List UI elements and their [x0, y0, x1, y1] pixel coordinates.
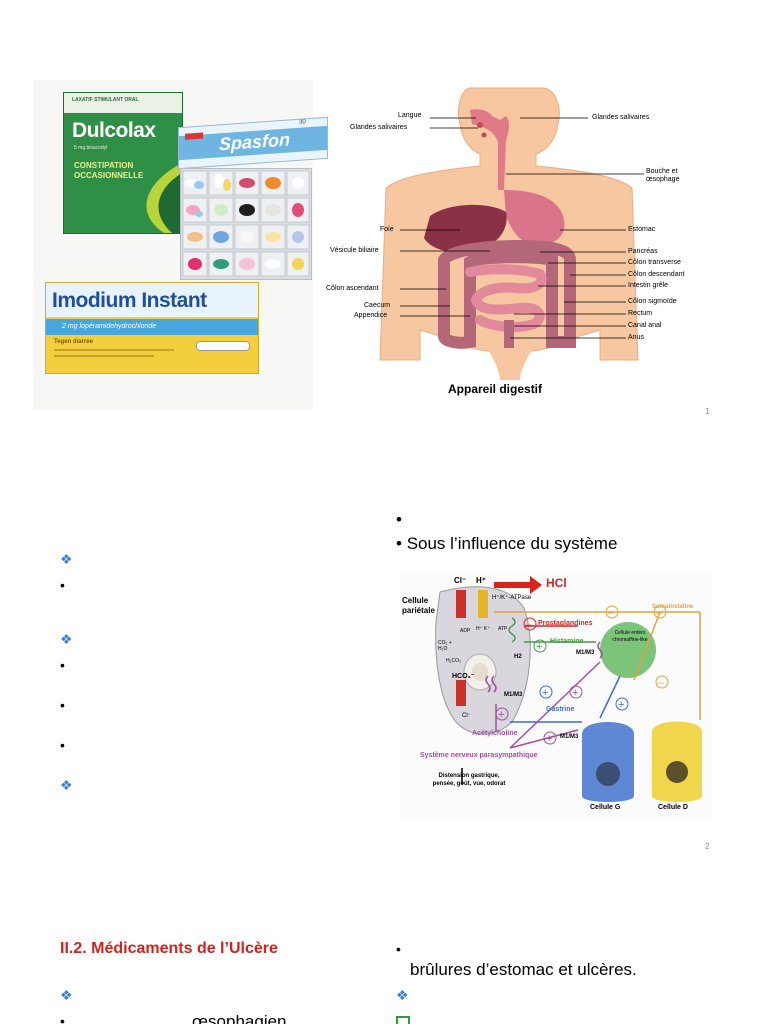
- label-somatostatine: Somatostatine: [652, 604, 694, 610]
- label-hk: H⁺ K⁺: [476, 626, 490, 632]
- label-co2: CO₂ + H₂O: [438, 640, 452, 652]
- anatomy-label-canal-anal: Canal anal: [628, 322, 662, 329]
- anatomy-figure: Langue Glandes salivaires Foie Vésicule …: [320, 80, 720, 410]
- slide-title: II.2. Médicaments de l’Ulcère: [60, 940, 278, 957]
- right-bullet-2-text: Sous l’influence du système: [406, 534, 618, 553]
- right-bullet-1: •: [396, 510, 402, 529]
- right-line: brûlures d’estomac et ulcères.: [410, 960, 637, 979]
- diamond-bullet: ❖: [396, 987, 409, 1003]
- imodium-sub: Tegen diarree: [54, 339, 93, 345]
- imodium-brand: Imodium Instant: [52, 289, 207, 312]
- imodium-box: Imodium Instant 2 mg lopéramidehydrochlo…: [45, 282, 259, 374]
- dulcolax-sub: CONSTIPATION OCCASIONNELLE: [74, 161, 144, 180]
- svg-text:+: +: [618, 699, 624, 711]
- svg-text:+: +: [536, 641, 542, 653]
- anatomy-label-vesicule: Vésicule biliaire: [330, 247, 379, 254]
- svg-text:+: +: [546, 733, 552, 745]
- right-bullet-2: • Sous l’influence du système: [396, 534, 618, 553]
- label-cl: Cl⁻: [454, 576, 467, 585]
- dot-bullet: •: [396, 941, 401, 957]
- label-acetylcholine: Acétylcholine: [472, 730, 518, 737]
- slide-1: LAXATIF STIMULANT ORAL Dulcolax 5 mg bis…: [0, 0, 768, 430]
- dot-bullet: •: [60, 737, 65, 753]
- anatomy-label-glandes-right: Glandes salivaires: [592, 114, 650, 121]
- dulcolax-swoosh: [146, 163, 182, 233]
- dulcolax-box: LAXATIF STIMULANT ORAL Dulcolax 5 mg bis…: [63, 92, 183, 234]
- anatomy-label-colon-transverse: Côlon transverse: [628, 259, 681, 266]
- slide-2: ❖ • ❖ • • • ❖ • • Sous l’influence du sy…: [0, 490, 768, 860]
- label-m1m3-ecl: M1/M3: [576, 650, 595, 656]
- svg-text:–: –: [656, 607, 663, 619]
- slide-3: II.2. Médicaments de l’Ulcère • brûlures…: [0, 930, 768, 1024]
- diamond-bullet: ❖: [60, 551, 73, 567]
- anatomy-label-bouche: Bouche et œsophage: [646, 168, 680, 183]
- anatomy-label-anus: Anus: [628, 334, 644, 341]
- label-h: H⁺: [476, 576, 486, 585]
- dot-bullet: •: [60, 657, 65, 673]
- diamond-bullet: ❖: [60, 777, 73, 793]
- label-m1m3-parietal: M1/M3: [504, 692, 523, 698]
- label-cellule-d: Cellule D: [658, 804, 688, 811]
- slide-number: 2: [705, 842, 710, 851]
- label-m1m3-g: M1/M3: [560, 734, 579, 740]
- dot-bullet: •: [60, 1013, 65, 1024]
- label-prostaglandines: Prostaglandines: [538, 620, 593, 627]
- medication-collage: LAXATIF STIMULANT ORAL Dulcolax 5 mg bis…: [33, 80, 328, 410]
- label-h2co3: H₂CO₃: [446, 658, 462, 664]
- anatomy-label-colon-sigmoide: Côlon sigmoïde: [628, 298, 677, 305]
- anatomy-label-intestin: Intestin grêle: [628, 282, 669, 289]
- label-hco3: HCO₃⁻: [452, 673, 475, 680]
- spasfon-box: Spasfon 30: [178, 116, 328, 170]
- dot-bullet: •: [60, 577, 65, 593]
- svg-text:–: –: [608, 607, 615, 619]
- label-stimuli: Distension gastrique, pensée, goût, vue,…: [432, 773, 506, 787]
- dot-bullet: •: [60, 697, 65, 713]
- anatomy-label-colon-ascendant: Côlon ascendant: [326, 285, 379, 292]
- label-ecl-cell: Cellule entéro chromaffine-like: [612, 630, 648, 643]
- label-cl-bottom: Cl⁻: [462, 713, 471, 719]
- anatomy-label-pancreas: Pancréas: [628, 248, 658, 255]
- anatomy-label-estomac: Estomac: [628, 226, 656, 233]
- slide-number: 1: [705, 407, 710, 416]
- svg-text:–: –: [658, 677, 665, 689]
- svg-text:+: +: [572, 687, 578, 699]
- svg-text:+: +: [542, 687, 548, 699]
- anatomy-label-langue: Langue: [398, 112, 422, 119]
- svg-text:+: +: [498, 709, 504, 721]
- label-cellule-g: Cellule G: [590, 804, 621, 811]
- label-cellule-parietale: Cellule pariétale: [402, 596, 435, 615]
- label-adp: ADP: [460, 628, 471, 634]
- anatomy-label-caecum: Caecum: [364, 302, 391, 309]
- label-histamine: Histamine: [550, 638, 584, 645]
- label-atpase: H⁺/K⁺-ATPase: [492, 595, 532, 601]
- partial-left-text: œsophagien: [192, 1012, 287, 1024]
- label-systeme-parasympathique: Système nerveux parasympathique: [420, 752, 538, 759]
- checkbox-bullet-icon: [396, 1016, 410, 1024]
- label-h2: H2: [514, 654, 522, 660]
- dulcolax-top-label: LAXATIF STIMULANT ORAL: [72, 97, 139, 103]
- acid-secretion-diagram: – – – – + + + + + + Cellule pariétale Cl…: [400, 572, 712, 822]
- anatomy-label-glandes-left: Glandes salivaires: [350, 124, 408, 131]
- dulcolax-brand: Dulcolax: [72, 119, 156, 142]
- diamond-bullet: ❖: [60, 631, 73, 647]
- anatomy-caption: Appareil digestif: [448, 382, 543, 396]
- imodium-dose: 2 mg lopéramidehydrochloride: [62, 323, 157, 330]
- diamond-bullet: ❖: [60, 987, 73, 1003]
- anatomy-label-rectum: Rectum: [628, 310, 653, 317]
- anatomy-label-foie: Foie: [380, 226, 394, 233]
- label-atp: ATP: [498, 626, 508, 632]
- label-hcl: HCl: [546, 576, 567, 590]
- spasfon-corner: 30: [299, 119, 306, 126]
- svg-text:–: –: [526, 619, 533, 631]
- anatomy-label-colon-descendant: Côlon descendant: [628, 271, 685, 278]
- pill-organizer: [180, 168, 312, 280]
- anatomy-label-appendice: Appendice: [354, 312, 388, 319]
- label-gastrine: Gastrine: [546, 706, 575, 713]
- dulcolax-dose: 5 mg bisacodyl: [74, 145, 108, 151]
